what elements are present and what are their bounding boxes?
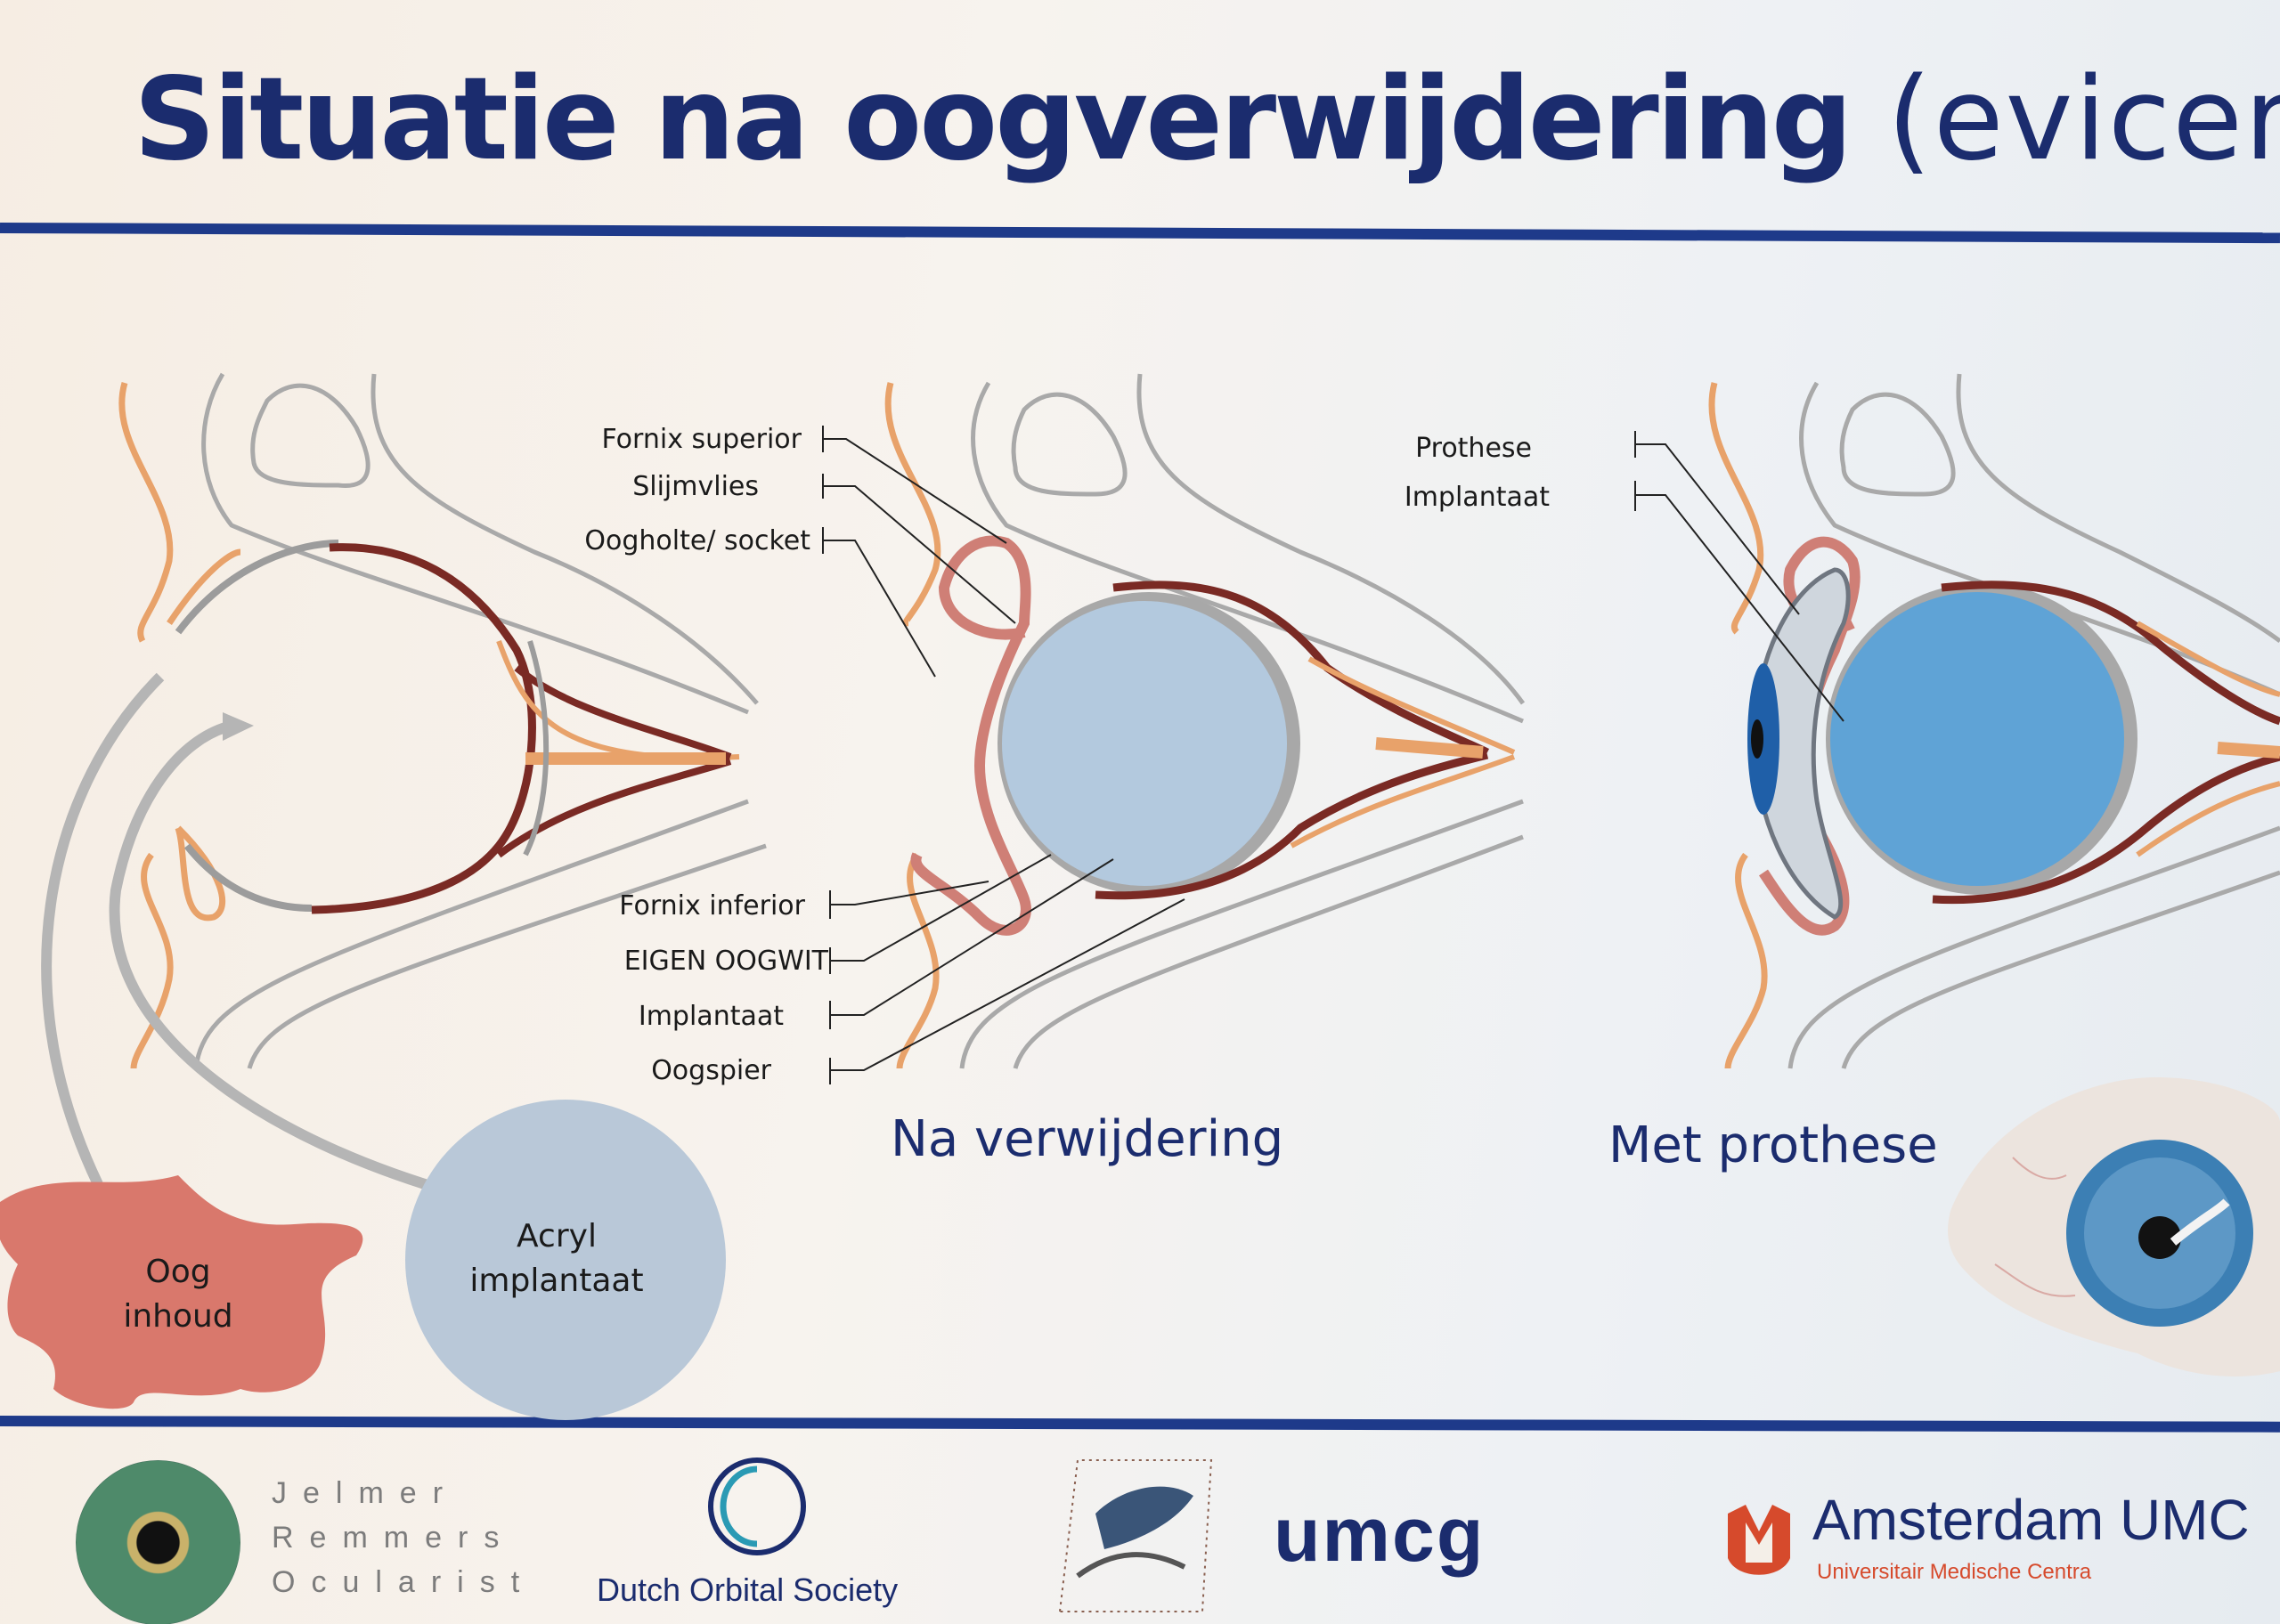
- mid-orange-upper: [1307, 656, 1516, 755]
- right-bone-upper2: [1956, 373, 2280, 644]
- right-nerve: [2217, 742, 2280, 759]
- dos-text: Dutch Orbital Society: [597, 1571, 899, 1608]
- dos-crescent-icon: [708, 1458, 806, 1555]
- right-orange-upper: [2136, 621, 2280, 697]
- left-orbit-roof: [250, 383, 370, 489]
- left-bone-lower2: [247, 843, 767, 1069]
- acryl-line1: Acryl: [517, 1218, 597, 1255]
- mid-sclera-lower: [1095, 751, 1489, 900]
- right-labels: Prothese Implantaat Met prothese: [1405, 431, 1938, 1174]
- leader-lines: [822, 426, 1185, 1084]
- caption-na-verwijdering: Na verwijdering: [891, 1110, 1283, 1168]
- oog-inhoud-line1: Oog: [145, 1254, 210, 1290]
- mid-bone-lower: [959, 799, 1524, 1069]
- label-eigen-oogwit: EIGEN OOGWIT: [624, 946, 829, 977]
- mid-skin-upper: [884, 382, 941, 627]
- right-implant: [1830, 592, 2124, 886]
- left-bone-upper: [201, 372, 749, 715]
- arrow-from-acryl: [109, 720, 456, 1198]
- logo-dutch-orbital-society: Dutch Orbital Society: [588, 1451, 926, 1620]
- mid-mucosa: [910, 535, 1031, 936]
- right-prosthesis-pupil: [1751, 719, 1763, 759]
- left-sclera: [311, 543, 536, 914]
- mid-implant: [1002, 601, 1287, 886]
- label-fornix-superior: Fornix superior: [602, 424, 802, 455]
- mid-orange-lower: [1290, 754, 1516, 849]
- right-skin-upper: [1708, 382, 1764, 635]
- amsterdam-subtext: Universitair Medische Centra: [1817, 1560, 2092, 1584]
- amsterdam-tulip-icon: [1728, 1505, 1790, 1575]
- right-sclera-upper: [1941, 581, 2280, 726]
- label-slijmvlies: Slijmvlies: [632, 471, 759, 502]
- mid-nerve: [1375, 737, 1484, 759]
- logo-umcg: umcg: [1042, 1442, 1523, 1620]
- page-title: Situatie na oogverwijdering (eviceratie): [134, 36, 2280, 205]
- label-fornix-inferior: Fornix inferior: [619, 890, 805, 922]
- right-eye-diagram: [1708, 373, 2280, 1069]
- umcg-text: umcg: [1274, 1492, 1486, 1578]
- mid-bone-upper2: [1136, 373, 1526, 705]
- jelmer-line1: Jelmer: [272, 1476, 460, 1510]
- label-prothese: Prothese: [1415, 433, 1532, 464]
- acryl-line2: implantaat: [469, 1263, 643, 1299]
- mid-bone-upper: [971, 381, 1524, 724]
- arrow-head-acryl: [223, 712, 254, 741]
- caption-met-prothese: Met prothese: [1608, 1116, 1938, 1174]
- left-globe-gray2: [183, 843, 313, 912]
- logo-jelmer-remmers: Jelmer Remmers Ocularist: [71, 1460, 536, 1624]
- title-main: Situatie na oogverwijdering: [134, 53, 1852, 186]
- right-bone-lower: [1787, 825, 2280, 1069]
- jelmer-line3: Ocularist: [272, 1565, 536, 1599]
- label-oogspier: Oogspier: [651, 1055, 771, 1086]
- right-orbit-roof: [1839, 392, 1956, 497]
- right-sclera-lower: [1932, 752, 2280, 905]
- left-skin-upper: [118, 382, 174, 643]
- left-bone-upper2: [370, 373, 759, 705]
- amsterdam-text: Amsterdam UMC: [1812, 1488, 2250, 1552]
- left-muscle-lower: [496, 758, 732, 858]
- right-leader-lines: [1634, 431, 1844, 722]
- label-implantaat-right: Implantaat: [1405, 482, 1550, 513]
- prosthesis-photo: [1948, 1077, 2280, 1376]
- right-bone-lower2: [1841, 870, 2280, 1069]
- mid-orbit-roof: [1011, 392, 1128, 497]
- umcg-frog-icon: [1058, 1459, 1213, 1612]
- left-skin-lower: [130, 852, 174, 1069]
- jelmer-line2: Remmers: [272, 1521, 516, 1555]
- right-orange-lower: [2136, 781, 2280, 857]
- left-eye-diagram: [118, 372, 767, 1069]
- oog-inhoud-blob: Oog inhoud: [0, 1175, 363, 1409]
- mid-bone-lower2: [1013, 834, 1524, 1069]
- middle-eye-diagram: [884, 373, 1526, 1069]
- left-lid-upper: [167, 548, 241, 625]
- middle-labels: Fornix superior Slijmvlies Oogholte/ soc…: [584, 424, 1283, 1168]
- oog-inhoud-line2: inhoud: [123, 1298, 232, 1335]
- right-skin-lower: [1724, 852, 1768, 1069]
- left-globe-gray: [175, 540, 339, 635]
- title-text: Situatie na oogverwijdering (eviceratie): [134, 53, 2280, 186]
- left-globe-arc: [523, 640, 550, 857]
- mid-skin-lower: [896, 852, 940, 1069]
- arrow-to-oog-inhoud: [41, 672, 165, 1187]
- logo-amsterdam-umc: Amsterdam UMC Universitair Medische Cent…: [1719, 1487, 2271, 1612]
- acryl-implant-disc: Acryl implantaat: [405, 1100, 726, 1420]
- title-sub: (eviceratie): [1886, 53, 2280, 186]
- jelmer-iris-icon: [76, 1460, 240, 1624]
- left-bone-lower: [193, 799, 749, 1069]
- label-implantaat: Implantaat: [639, 1001, 784, 1032]
- label-oogholte: Oogholte/ socket: [584, 525, 810, 556]
